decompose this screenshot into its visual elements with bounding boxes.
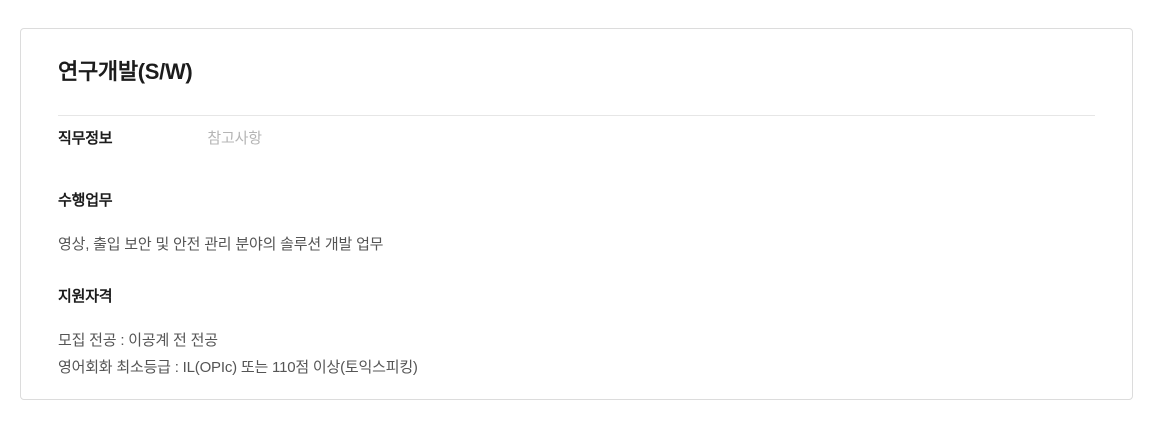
qualification-major-text: 모집 전공 : 이공계 전 전공 bbox=[58, 331, 218, 349]
duties-text: 영상, 출입 보안 및 안전 관리 분야의 솔루션 개발 업무 bbox=[58, 236, 384, 254]
tab-bar: 직무정보 참고사항 bbox=[58, 116, 1095, 148]
section-heading-duties: 수행업무 bbox=[58, 192, 113, 210]
job-detail-panel: 연구개발(S/W) 직무정보 참고사항 수행업무 영상, 출입 보안 및 안전 … bbox=[20, 28, 1133, 400]
qualification-english-text: 영어회화 최소등급 : IL(OPIc) 또는 110점 이상(토익스피킹) bbox=[58, 358, 418, 376]
tab-job-info[interactable]: 직무정보 bbox=[58, 130, 113, 148]
job-title: 연구개발(S/W) bbox=[58, 59, 193, 84]
section-heading-qualifications: 지원자격 bbox=[58, 288, 113, 306]
tab-content: 수행업무 영상, 출입 보안 및 안전 관리 분야의 솔루션 개발 업무 지원자… bbox=[58, 192, 1095, 381]
tab-reference-notes[interactable]: 참고사항 bbox=[207, 130, 262, 148]
title-divider bbox=[58, 115, 1095, 117]
